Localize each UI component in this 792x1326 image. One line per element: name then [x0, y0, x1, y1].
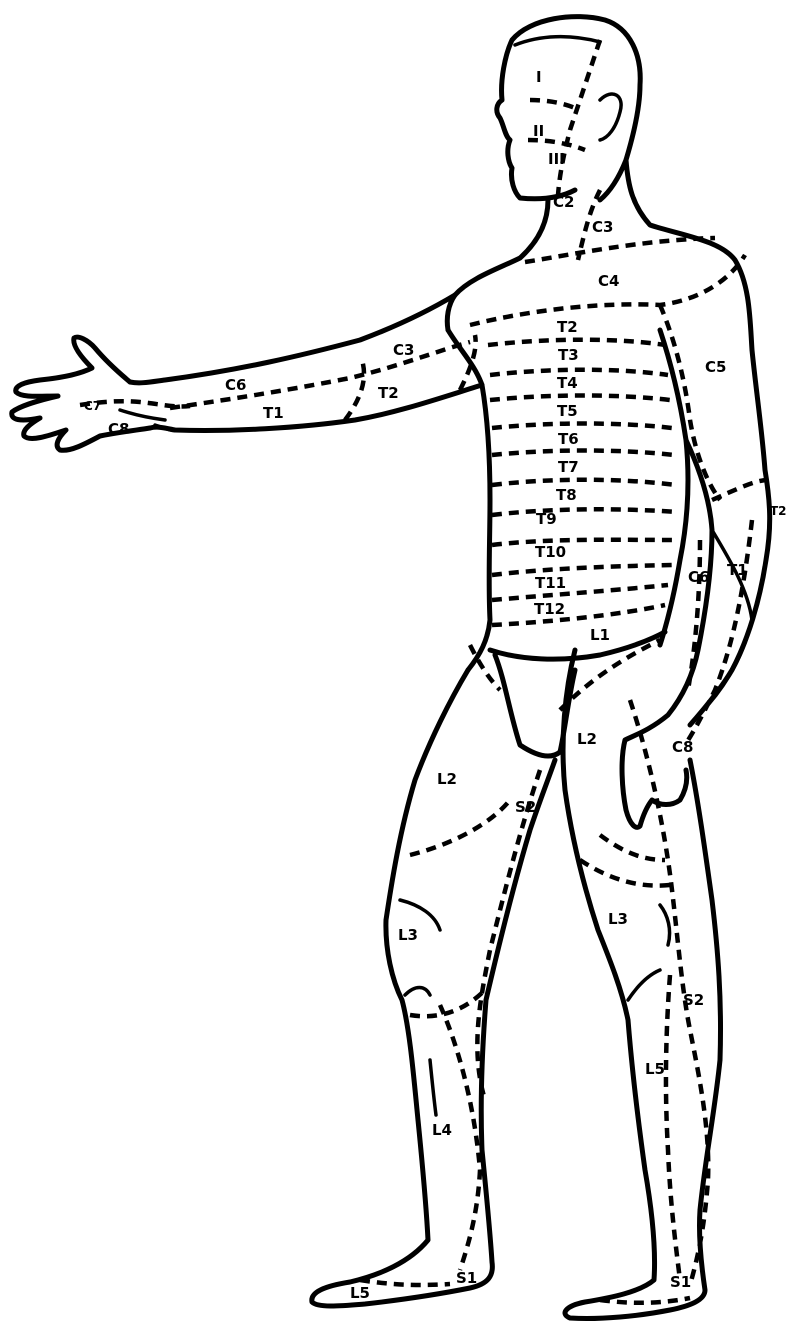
label-l3-left: L3 [398, 926, 418, 944]
boundary-t5 [490, 396, 670, 401]
brief-outline [490, 632, 665, 659]
label-t2: T2 [557, 318, 578, 336]
label-ii: II [533, 122, 544, 140]
label-t5: T5 [557, 402, 578, 420]
arm-lower-edge [150, 385, 482, 431]
boundary-right-arm-c6 [712, 480, 768, 500]
label-c7-hand: C7 [84, 399, 101, 413]
boundary-left-thigh-l2l3 [410, 800, 510, 855]
left-leg-outline [312, 670, 555, 1306]
boundary-right-shin-l5s1 [666, 975, 680, 1280]
left-knee-detail [400, 900, 440, 995]
boundary-t4 [490, 370, 668, 375]
boundary-t6 [492, 424, 672, 429]
label-s2-left: S2 [515, 798, 536, 816]
boundary-face-ii [530, 100, 575, 108]
label-c4: C4 [598, 272, 619, 290]
boundary-c4-lower [470, 255, 745, 325]
boundary-left-knee-l3l4 [410, 990, 485, 1016]
label-l3-right: L3 [608, 910, 628, 928]
label-t10: T10 [535, 543, 566, 561]
label-c8-hand-right: C8 [672, 738, 693, 756]
ear-outline [600, 94, 621, 140]
label-s2-right: S2 [683, 991, 704, 1009]
label-t2-arm: T2 [378, 384, 399, 402]
label-c2: C2 [553, 193, 574, 211]
label-t6: T6 [558, 430, 579, 448]
boundary-face-vertical [558, 40, 600, 195]
left-shin-detail [430, 1060, 436, 1115]
boundary-t7 [492, 451, 674, 456]
arm-upper-edge [130, 295, 455, 383]
label-t9: T9 [536, 510, 557, 528]
boundary-right-knee [600, 835, 665, 860]
label-l2-left: L2 [437, 770, 457, 788]
boundary-l1 [492, 605, 665, 625]
label-c5: C5 [705, 358, 726, 376]
boundary-face-iii [528, 140, 585, 150]
label-l5-leg: L5 [645, 1060, 665, 1078]
boundary-t8 [492, 480, 676, 485]
label-c3-arm: C3 [393, 341, 414, 359]
right-knee-detail [628, 905, 670, 1000]
boundary-t3 [488, 340, 665, 345]
label-c6-arm: C6 [225, 376, 246, 394]
boundary-arm-t1 [345, 360, 364, 420]
label-t1-arm: T1 [263, 404, 284, 422]
body-outline [12, 17, 770, 1319]
label-l1: L1 [590, 626, 610, 644]
label-l2-right: L2 [577, 730, 597, 748]
label-s1-left: S1 [456, 1269, 477, 1287]
label-c3-neck: C3 [592, 218, 613, 236]
boundary-t12 [492, 585, 668, 600]
label-l5-foot: L5 [350, 1284, 370, 1302]
hair-line [515, 37, 600, 45]
boundary-t11 [492, 565, 672, 575]
label-t11: T11 [535, 574, 566, 592]
label-c6-forearm: C6 [688, 568, 709, 586]
label-i: I [536, 68, 542, 86]
boundary-t9 [492, 509, 678, 515]
boundary-c4-upper [525, 238, 715, 262]
label-c8-hand: C8 [108, 420, 129, 438]
torso-left-outline [448, 330, 490, 670]
label-l4: L4 [432, 1121, 452, 1139]
label-t3: T3 [558, 346, 579, 364]
label-t12: T12 [534, 600, 565, 618]
dermatome-labels: I II III C2 C3 C4 C5 C3 C6 C7 C8 T1 T2 T… [84, 68, 787, 1302]
label-iii: III [548, 150, 565, 168]
label-s1-right: S1 [670, 1273, 691, 1291]
label-t4: T4 [557, 374, 578, 392]
boundary-t10 [492, 540, 676, 545]
boundary-left-foot [360, 1280, 450, 1285]
label-t8: T8 [556, 486, 577, 504]
boundary-right-thigh-l2l3 [580, 860, 670, 886]
label-t7: T7 [558, 458, 579, 476]
right-arm-outline [622, 440, 712, 827]
label-t2-side: T2 [770, 504, 787, 518]
label-t1-forearm: T1 [727, 561, 748, 579]
